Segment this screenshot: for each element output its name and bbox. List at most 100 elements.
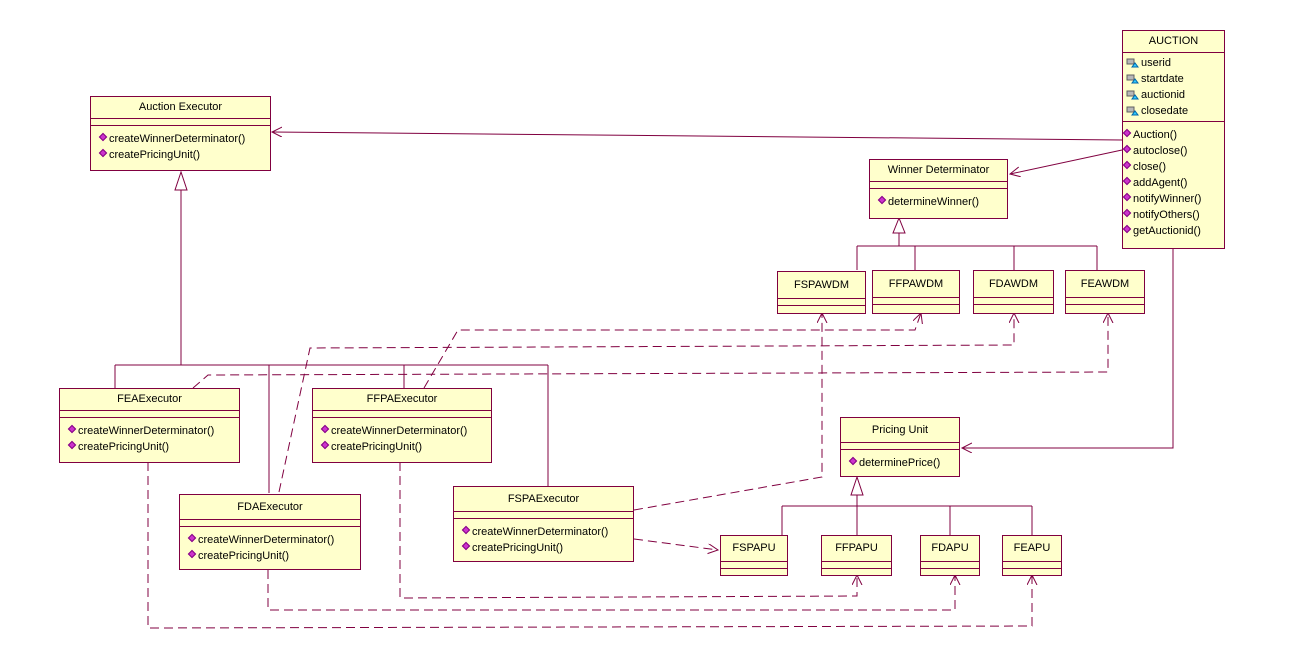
operation: createWinnerDeterminator(): [67, 423, 239, 439]
operation: getAuctionid(): [1122, 223, 1224, 239]
class-fspaexecutor[interactable]: FSPAExecutor createWinnerDeterminator() …: [453, 486, 634, 562]
operation-diamond-icon: [67, 424, 77, 434]
operation: notifyWinner(): [1122, 191, 1224, 207]
class-ffpawdm[interactable]: FFPAWDM: [872, 270, 960, 314]
class-ffpapu[interactable]: FFPAPU: [821, 535, 892, 576]
class-name: FEAWDM: [1066, 271, 1144, 298]
attribute-list: [1003, 562, 1061, 569]
operation-list: createWinnerDeterminator() createPricing…: [313, 418, 491, 457]
attribute: userid: [1125, 55, 1224, 71]
operation: createPricingUnit(): [461, 540, 633, 556]
attribute-lock-icon: [1126, 106, 1139, 116]
class-name: FFPAPU: [822, 536, 891, 562]
class-ffpaexecutor[interactable]: FFPAExecutor createWinnerDeterminator() …: [312, 388, 492, 463]
operation: createPricingUnit(): [67, 439, 239, 455]
attribute-list: [1066, 298, 1144, 305]
dep-ffpa-to-ffpawdm: [423, 313, 921, 389]
class-name: FSPAExecutor: [454, 487, 633, 512]
operation: Auction(): [1122, 127, 1224, 143]
attribute-list: [873, 298, 959, 305]
dep-fda-to-fdawdm: [278, 313, 1014, 493]
class-name: Winner Determinator: [870, 160, 1007, 182]
attribute-list: [313, 411, 491, 418]
operation-list: Auction() autoclose() close() addAgent()…: [1122, 122, 1224, 241]
operation-diamond-icon: [1122, 208, 1132, 218]
class-feawdm[interactable]: FEAWDM: [1065, 270, 1145, 314]
class-fspawdm[interactable]: FSPAWDM: [777, 271, 866, 314]
attribute: closedate: [1125, 103, 1224, 119]
class-name: FSPAWDM: [778, 272, 865, 299]
operation: createWinnerDeterminator(): [98, 131, 270, 147]
operation-diamond-icon: [187, 533, 197, 543]
class-fdapu[interactable]: FDAPU: [920, 535, 980, 576]
operation: addAgent(): [1122, 175, 1224, 191]
class-fdawdm[interactable]: FDAWDM: [973, 270, 1054, 314]
class-name: FFPAExecutor: [313, 389, 491, 411]
operation: createWinnerDeterminator(): [320, 423, 491, 439]
attribute-list: [91, 119, 270, 126]
operation-diamond-icon: [98, 132, 108, 142]
operation-diamond-icon: [320, 424, 330, 434]
class-feaexecutor[interactable]: FEAExecutor createWinnerDeterminator() c…: [59, 388, 240, 463]
attribute-list: [841, 443, 959, 450]
attribute-lock-icon: [1126, 58, 1139, 68]
class-pricing-unit[interactable]: Pricing Unit determinePrice(): [840, 417, 960, 477]
operation-diamond-icon: [98, 148, 108, 158]
class-winner-determinator[interactable]: Winner Determinator determineWinner(): [869, 159, 1008, 219]
class-feapu[interactable]: FEAPU: [1002, 535, 1062, 576]
attribute-lock-icon: [1126, 90, 1139, 100]
operation-diamond-icon: [848, 456, 858, 466]
class-fspapu[interactable]: FSPAPU: [720, 535, 788, 576]
operation: notifyOthers(): [1122, 207, 1224, 223]
attribute-list: [921, 562, 979, 569]
dep-fspa-to-fspapu: [633, 538, 718, 550]
attribute-list: [60, 411, 239, 418]
operation-diamond-icon: [461, 541, 471, 551]
attribute-list: [180, 520, 360, 527]
dep-fspa-to-fspawdm: [633, 313, 822, 511]
operation: createWinnerDeterminator(): [187, 532, 360, 548]
operation-list: determineWinner(): [870, 189, 1007, 212]
operation-list: createWinnerDeterminator() createPricing…: [180, 527, 360, 566]
attribute-list: userid startdate auctionid closedate: [1123, 53, 1224, 122]
attribute-list: [778, 299, 865, 306]
class-name: FFPAWDM: [873, 271, 959, 298]
class-auction-executor[interactable]: Auction Executor createWinnerDeterminato…: [90, 96, 271, 171]
attribute: startdate: [1125, 71, 1224, 87]
operation-diamond-icon: [877, 195, 887, 205]
operation: determineWinner(): [877, 194, 1007, 210]
attribute-list: [974, 298, 1053, 305]
operation: determinePrice(): [848, 455, 959, 471]
class-name: FDAWDM: [974, 271, 1053, 298]
dep-fda-to-fdapu: [267, 570, 955, 611]
operation-list: createWinnerDeterminator() createPricing…: [91, 126, 270, 165]
attribute-list: [454, 512, 633, 519]
dep-ffpa-to-ffpapu: [399, 462, 857, 599]
operation-diamond-icon: [1122, 176, 1132, 186]
class-name: FSPAPU: [721, 536, 787, 562]
operation-diamond-icon: [1122, 144, 1132, 154]
class-name: Pricing Unit: [841, 418, 959, 443]
operation-diamond-icon: [320, 440, 330, 450]
operation-list: createWinnerDeterminator() createPricing…: [454, 519, 633, 558]
operation-diamond-icon: [1122, 160, 1132, 170]
operation: autoclose(): [1122, 143, 1224, 159]
assoc-auction-to-winner-det: [1010, 149, 1123, 174]
operation: createPricingUnit(): [320, 439, 491, 455]
dep-fea-to-feapu: [147, 462, 1032, 629]
attribute-list: [721, 562, 787, 569]
operation-diamond-icon: [461, 525, 471, 535]
class-auction[interactable]: AUCTION userid startdate auctionid close…: [1122, 30, 1225, 249]
attribute: auctionid: [1125, 87, 1224, 103]
operation-diamond-icon: [1122, 128, 1132, 138]
operation: close(): [1122, 159, 1224, 175]
operation-diamond-icon: [187, 549, 197, 559]
class-fdaexecutor[interactable]: FDAExecutor createWinnerDeterminator() c…: [179, 494, 361, 570]
assoc-auction-to-executor: [272, 132, 1123, 141]
operation: createPricingUnit(): [98, 147, 270, 163]
attribute-list: [822, 562, 891, 569]
operation-list: createWinnerDeterminator() createPricing…: [60, 418, 239, 457]
operation-diamond-icon: [67, 440, 77, 450]
class-name: FDAPU: [921, 536, 979, 562]
attribute-lock-icon: [1126, 74, 1139, 84]
